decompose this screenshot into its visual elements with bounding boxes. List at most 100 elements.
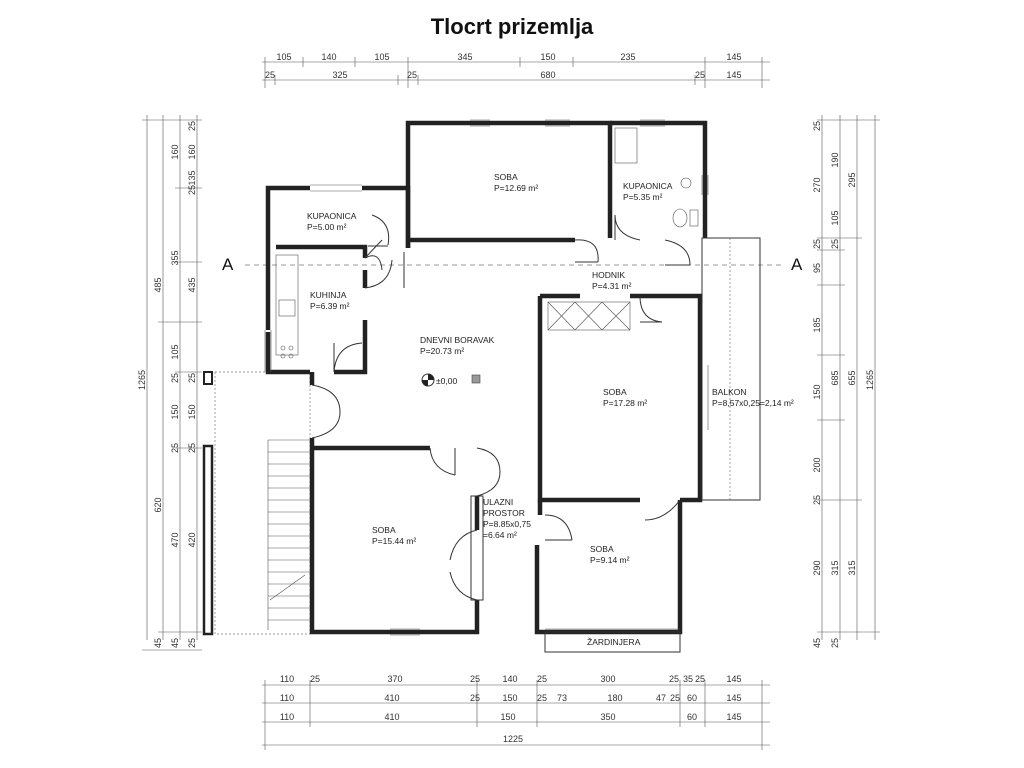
dim-left4-10: 25 bbox=[187, 638, 197, 648]
dim-right3-2: 655 bbox=[847, 370, 857, 385]
dim-right-7: 200 bbox=[812, 457, 822, 472]
dim-bot2-9: 25 bbox=[670, 693, 680, 703]
entry-label-3: P=8.85x0,75 bbox=[483, 519, 531, 529]
dim-bot3-1: 110 bbox=[280, 712, 294, 722]
dim-top-2: 140 bbox=[321, 52, 336, 62]
dim-top2-6: 145 bbox=[726, 70, 741, 80]
dim-bot1-7: 300 bbox=[600, 674, 615, 684]
room-area: P=9.14 m² bbox=[590, 555, 630, 565]
room-name: SOBA bbox=[494, 172, 518, 182]
dim-bot1-1: 110 bbox=[280, 674, 294, 684]
entry-label-2: PROSTOR bbox=[483, 508, 525, 518]
dim-left2-2: 620 bbox=[153, 497, 163, 512]
dim-right-5: 185 bbox=[812, 317, 822, 332]
left-dimension-lines: 1265 485 620 45 160 355 105 25 150 25 47… bbox=[137, 115, 202, 651]
room-area: P=6.39 m² bbox=[310, 301, 350, 311]
dim-right-8: 25 bbox=[812, 495, 822, 505]
dim-bot1-5: 140 bbox=[502, 674, 517, 684]
room-area: P=4.31 m² bbox=[592, 281, 632, 291]
dim-left3-8: 45 bbox=[170, 638, 180, 648]
room-name: SOBA bbox=[603, 387, 627, 397]
dim-top2-4: 680 bbox=[540, 70, 555, 80]
dim-left3-3: 105 bbox=[170, 344, 180, 359]
level-marker: ±0,00 bbox=[421, 373, 457, 387]
room-name: BALKON bbox=[712, 387, 747, 397]
dim-top-5: 150 bbox=[540, 52, 555, 62]
dim-top-6: 235 bbox=[620, 52, 635, 62]
dim-left-1: 1265 bbox=[137, 370, 147, 390]
top-dimension-lines: 105 140 105 345 150 235 145 25 325 25 68… bbox=[262, 52, 770, 88]
dim-left4-2: 160 bbox=[187, 144, 197, 159]
dim-bot2-4: 150 bbox=[502, 693, 517, 703]
dim-top-1: 105 bbox=[276, 52, 291, 62]
room-area: P=5.00 m² bbox=[307, 222, 347, 232]
dim-left4-4: 25 bbox=[187, 185, 197, 195]
dim-bot2-7: 180 bbox=[607, 693, 622, 703]
room-area: P=12.69 m² bbox=[494, 183, 538, 193]
room-name: SOBA bbox=[590, 544, 614, 554]
dim-bot2-6: 73 bbox=[557, 693, 567, 703]
dim-bot2-2: 410 bbox=[384, 693, 399, 703]
room-name: KUHINJA bbox=[310, 290, 347, 300]
dim-bot1-10: 25 bbox=[695, 674, 705, 684]
entry-label-1: ULAZNI bbox=[483, 497, 513, 507]
bottom-dimension-lines: 110 25 370 25 140 25 300 25 35 25 145 11… bbox=[262, 674, 770, 750]
room-area: P=15.44 m² bbox=[372, 536, 416, 546]
section-marker-left: A bbox=[222, 255, 234, 274]
dim-top2-3: 25 bbox=[407, 70, 417, 80]
dim-left3-1: 160 bbox=[170, 144, 180, 159]
dim-right3-1: 295 bbox=[847, 172, 857, 187]
level-mark-text: ±0,00 bbox=[436, 376, 457, 386]
dim-bot1-8: 25 bbox=[669, 674, 679, 684]
planter-label: ŽARDINJERA bbox=[587, 637, 641, 647]
dim-bot3-5: 60 bbox=[687, 712, 697, 722]
dim-top-7: 145 bbox=[726, 52, 741, 62]
dim-left4-7: 150 bbox=[187, 404, 197, 419]
room-name: KUPAONICA bbox=[307, 211, 357, 221]
dim-right2-2: 105 bbox=[830, 210, 840, 225]
room-area: P=8,57x0,25=2,14 m² bbox=[712, 398, 794, 408]
dim-right2-3: 25 bbox=[830, 239, 840, 249]
dim-left3-6: 25 bbox=[170, 443, 180, 453]
dim-left3-4: 25 bbox=[170, 373, 180, 383]
dim-bot1-2: 25 bbox=[310, 674, 320, 684]
dim-bot3-3: 150 bbox=[500, 712, 515, 722]
dim-right-10: 45 bbox=[812, 638, 822, 648]
room-name: KUPAONICA bbox=[623, 181, 673, 191]
page-title: Tlocrt prizemlja bbox=[430, 14, 594, 39]
dim-left2-3: 45 bbox=[153, 638, 163, 648]
dim-right-1: 25 bbox=[812, 121, 822, 131]
dim-bot2-3: 25 bbox=[470, 693, 480, 703]
dim-bot3-2: 410 bbox=[384, 712, 399, 722]
entry-label-4: =6.64 m² bbox=[483, 530, 517, 540]
dim-left4-8: 25 bbox=[187, 443, 197, 453]
dim-right3-3: 315 bbox=[847, 560, 857, 575]
dim-left3-7: 470 bbox=[170, 532, 180, 547]
dim-left4-5: 435 bbox=[187, 277, 197, 292]
dim-bot4-1: 1225 bbox=[503, 734, 523, 744]
dim-bot3-6: 145 bbox=[726, 712, 741, 722]
room-labels: KUPAONICA P=5.00 m² SOBA P=12.69 m² KUPA… bbox=[307, 172, 794, 647]
dim-left4-1: 25 bbox=[187, 121, 197, 131]
dim-bot1-11: 145 bbox=[726, 674, 741, 684]
dim-right4-1: 1265 bbox=[865, 370, 875, 390]
exterior-terrace bbox=[202, 371, 311, 636]
dim-right-9: 290 bbox=[812, 560, 822, 575]
dim-left3-5: 150 bbox=[170, 404, 180, 419]
dim-left4-6: 25 bbox=[187, 373, 197, 383]
room-name: HODNIK bbox=[592, 270, 625, 280]
dim-bot2-11: 145 bbox=[726, 693, 741, 703]
dim-bot2-8: 47 bbox=[656, 693, 666, 703]
dim-right-6: 150 bbox=[812, 384, 822, 399]
dim-right-2: 270 bbox=[812, 177, 822, 192]
room-name: SOBA bbox=[372, 525, 396, 535]
dim-left3-2: 355 bbox=[170, 250, 180, 265]
dim-bot1-3: 370 bbox=[387, 674, 402, 684]
doors bbox=[311, 214, 691, 601]
dim-top-4: 345 bbox=[457, 52, 472, 62]
room-area: P=17.28 m² bbox=[603, 398, 647, 408]
dim-top-3: 105 bbox=[374, 52, 389, 62]
dim-right-4: 95 bbox=[812, 263, 822, 273]
dim-bot3-4: 350 bbox=[600, 712, 615, 722]
dim-right-3: 25 bbox=[812, 239, 822, 249]
